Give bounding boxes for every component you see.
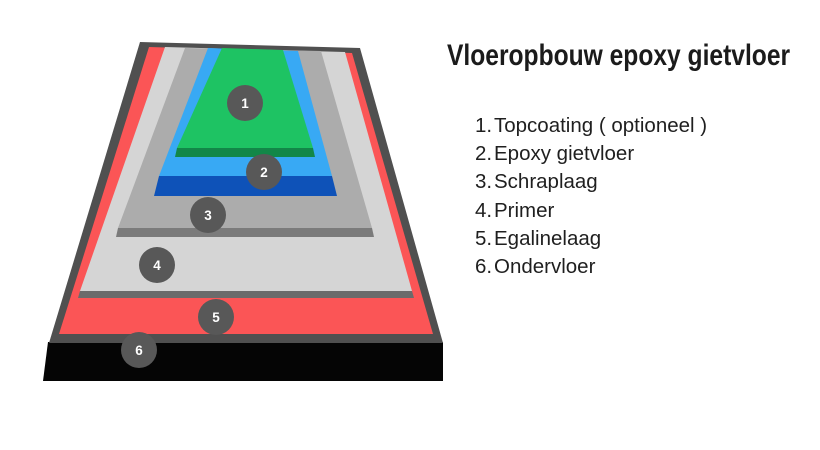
legend-item-number: 2. — [475, 142, 493, 166]
marker-3-circle — [190, 197, 226, 233]
legend-item-number: 4. — [475, 198, 493, 222]
legend-item-label: Primer — [494, 198, 555, 222]
legend-item-primer: 4. Primer — [475, 197, 707, 225]
layer-epoxy-front-edge — [154, 176, 337, 196]
legend-item-label: Egalinelaag — [494, 226, 602, 250]
marker-5-circle — [198, 299, 234, 335]
legend-item-epoxy-gietvloer: 2. Epoxy gietvloer — [475, 140, 707, 168]
marker-6-circle — [121, 332, 157, 368]
layer-topcoating-front-edge — [175, 148, 315, 157]
legend-item-ondervloer: 6. Ondervloer — [475, 253, 707, 281]
legend-item-egalinelaag: 5. Egalinelaag — [475, 225, 707, 253]
marker-5-number: 5 — [212, 310, 220, 325]
marker-1-circle — [227, 85, 263, 121]
floor-layers-diagram: 1 2 3 4 5 6 — [43, 42, 443, 381]
legend-item-label: Ondervloer — [494, 255, 596, 279]
marker-6: 6 — [121, 332, 157, 368]
legend-item-label: Schraplaag — [494, 170, 598, 194]
layer-ondervloer-slab — [43, 342, 443, 381]
marker-1-number: 1 — [241, 96, 249, 111]
marker-2: 2 — [246, 154, 282, 190]
page-title: Vloeropbouw epoxy gietvloer — [447, 39, 791, 72]
legend-item-label: Topcoating ( optioneel ) — [494, 114, 708, 137]
marker-5: 5 — [198, 299, 234, 335]
marker-6-number: 6 — [135, 343, 143, 358]
marker-4-circle — [139, 247, 175, 283]
marker-3-number: 3 — [204, 208, 212, 223]
legend-item-topcoating: 1. Topcoating ( optioneel ) — [475, 112, 707, 140]
marker-2-circle — [246, 154, 282, 190]
marker-4-number: 4 — [153, 258, 161, 273]
marker-3: 3 — [190, 197, 226, 233]
legend-item-number: 5. — [475, 226, 493, 250]
legend-item-number: 6. — [475, 255, 493, 279]
marker-1: 1 — [227, 85, 263, 121]
legend-item-number: 3. — [475, 170, 493, 194]
layer-primer-front-edge — [78, 291, 414, 298]
legend-item-label: Epoxy gietvloer — [494, 142, 635, 166]
layer-legend-list: 1. Topcoating ( optioneel ) 2. Epoxy gie… — [475, 112, 707, 281]
legend-item-schraplaag: 3. Schraplaag — [475, 168, 707, 196]
legend-item-number: 1. — [475, 114, 493, 137]
marker-2-number: 2 — [260, 165, 268, 180]
layer-schraplaag-front-edge — [116, 228, 374, 237]
marker-4: 4 — [139, 247, 175, 283]
